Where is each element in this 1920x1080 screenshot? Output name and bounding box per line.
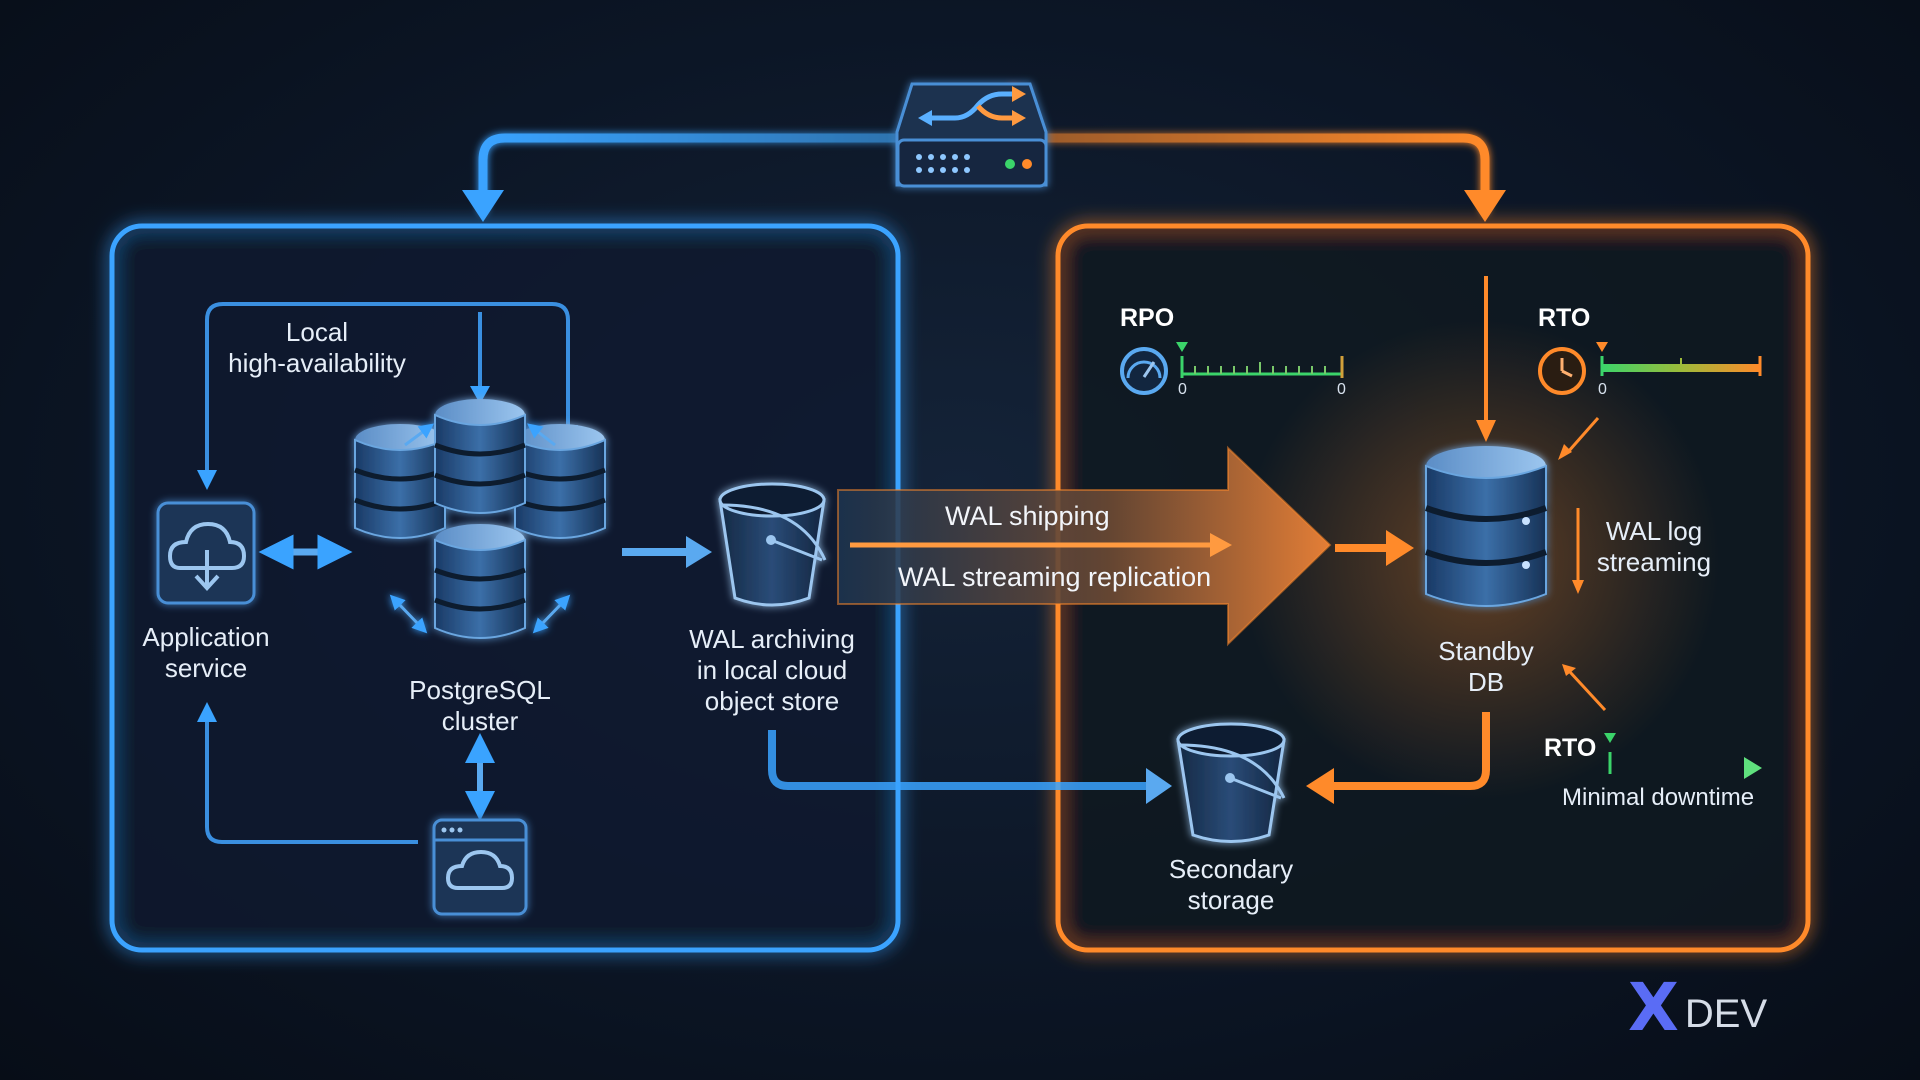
bucket-icon	[1176, 722, 1286, 843]
database-icon	[1424, 446, 1548, 607]
arrow-to-dr	[1464, 190, 1506, 222]
secondary-storage-line-2: storage	[1187, 885, 1275, 915]
app-service-line-1: Application	[142, 622, 270, 652]
clock-icon	[1538, 347, 1586, 395]
cloud-download-icon	[156, 501, 256, 605]
cloud-to-app-link	[205, 720, 418, 844]
wal-archiving-line-2: in local cloud	[696, 655, 848, 685]
app-service-line-2: service	[164, 653, 248, 683]
standby-db-line-2: DB	[1467, 667, 1505, 697]
downtime-bar	[1604, 733, 1762, 779]
postgres-cluster-label: PostgreSQL cluster	[390, 675, 570, 737]
secondary-storage-label: Secondary storage	[1150, 854, 1312, 916]
archive-to-secondary-link	[768, 730, 1150, 790]
local-ha-label: Local high-availability	[222, 317, 412, 379]
standby-to-secondary-link	[1330, 712, 1490, 790]
cloud-window-icon	[432, 818, 528, 916]
brand-logo-mark: X	[1628, 969, 1679, 1046]
postgres-cluster-line-1: PostgreSQL	[409, 675, 551, 705]
rto-bottom-label: RTO	[1544, 734, 1597, 762]
local-ha-line-1: Local	[285, 317, 349, 347]
rto-scale	[1596, 342, 1762, 376]
local-ha-line-2: high-availability	[228, 348, 406, 378]
gauge-icon	[1120, 347, 1168, 395]
wal-log-streaming-label: WAL log streaming	[1592, 516, 1716, 578]
wal-shipping-label: WAL shipping	[945, 501, 1110, 531]
wal-log-streaming-line-2: streaming	[1596, 547, 1712, 577]
standby-db-label: Standby DB	[1406, 636, 1566, 698]
arrow-to-primary	[462, 190, 504, 222]
rto-min-tick: 0	[1598, 381, 1607, 398]
load-balancer-switch-icon	[895, 82, 1048, 188]
brand-logo-text: DEV	[1684, 991, 1768, 1036]
standby-db-line-1: Standby	[1438, 636, 1534, 666]
wal-archiving-line-3: object store	[704, 686, 840, 716]
wal-archiving-line-1: WAL archiving	[689, 624, 855, 654]
rpo-label: RPO	[1120, 304, 1175, 332]
wal-log-streaming-line-1: WAL log	[1605, 516, 1703, 546]
local-ha-loop	[205, 302, 570, 480]
rpo-max-tick: 0	[1337, 381, 1346, 398]
bucket-icon	[718, 482, 827, 607]
minimal-downtime-label: Minimal downtime	[1562, 784, 1755, 811]
database-cluster-icon	[354, 399, 606, 639]
postgres-cluster-line-2: cluster	[441, 706, 519, 736]
wal-archiving-label: WAL archiving in local cloud object stor…	[672, 624, 872, 717]
secondary-storage-line-1: Secondary	[1168, 854, 1294, 884]
brand-logo: X DEV	[1628, 975, 1767, 1041]
wal-streaming-label: WAL streaming replication	[898, 562, 1212, 592]
rpo-min-tick: 0	[1178, 381, 1187, 398]
rpo-scale	[1176, 342, 1344, 378]
app-service-label: Application service	[120, 622, 292, 684]
rto-top-label: RTO	[1538, 304, 1591, 332]
